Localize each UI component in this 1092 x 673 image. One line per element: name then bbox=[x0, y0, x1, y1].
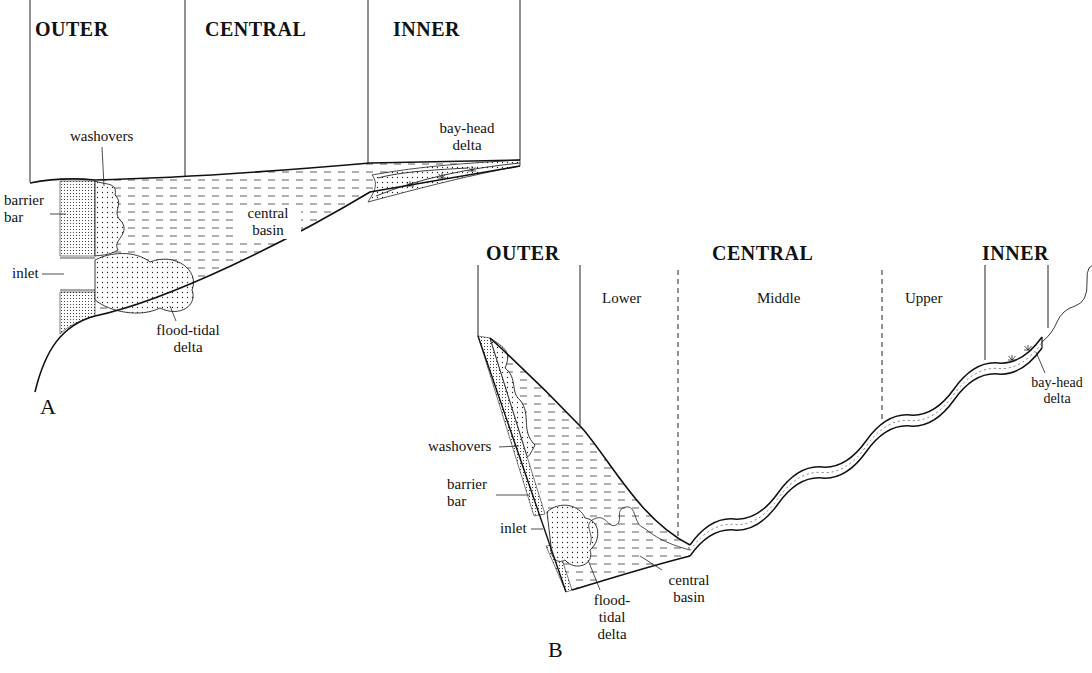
zone-heading: OUTER bbox=[35, 18, 109, 40]
subzone-label: Middle bbox=[757, 290, 800, 307]
leader-line bbox=[42, 147, 176, 321]
feature-label: inlet bbox=[500, 520, 527, 537]
feature-label: central basin bbox=[235, 205, 301, 239]
feature-label: central basin bbox=[658, 572, 720, 606]
estuary-a bbox=[30, 160, 520, 392]
zone-heading: INNER bbox=[393, 18, 460, 40]
zone-heading: CENTRAL bbox=[712, 242, 813, 264]
panel-letter: A bbox=[40, 395, 56, 420]
estuary-b bbox=[478, 265, 1092, 592]
feature-label: bay-head delta bbox=[1026, 375, 1088, 406]
zone-heading: CENTRAL bbox=[205, 18, 306, 40]
zone-heading: INNER bbox=[982, 242, 1049, 264]
zone-divider bbox=[30, 0, 520, 182]
subzone-label: Upper bbox=[905, 290, 943, 307]
subzone-label: Lower bbox=[602, 290, 641, 307]
feature-label: barrier bar bbox=[447, 476, 495, 510]
zone-heading: OUTER bbox=[486, 242, 560, 264]
feature-label: flood-tidal delta bbox=[146, 322, 230, 356]
feature-label: washovers bbox=[70, 128, 133, 145]
panel-letter: B bbox=[548, 638, 563, 663]
leader-line bbox=[496, 352, 1045, 590]
feature-label: flood-tidal delta bbox=[586, 592, 638, 642]
feature-label: inlet bbox=[12, 265, 39, 282]
feature-label: barrier bar bbox=[4, 192, 54, 226]
feature-label: washovers bbox=[428, 438, 491, 455]
feature-label: bay-head delta bbox=[430, 120, 504, 154]
